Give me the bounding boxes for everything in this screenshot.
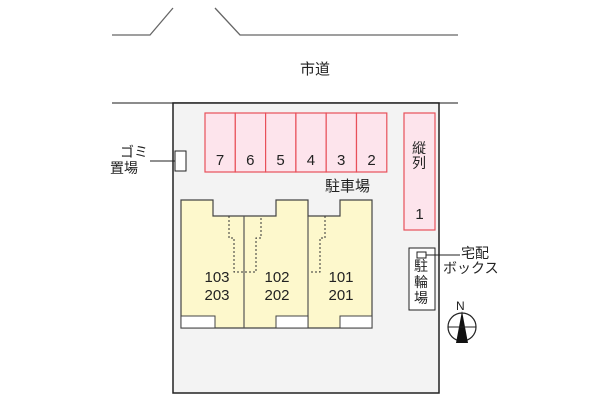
delivery-box: [416, 251, 427, 259]
parking-label: 駐車場: [325, 177, 371, 195]
balcony: [275, 315, 309, 329]
parking-space: [295, 112, 327, 173]
tandem-number: 1: [415, 206, 424, 223]
parking-space-number: 4: [306, 152, 316, 169]
garbage-label-1: ゴミ: [120, 145, 148, 161]
delivery-box-label-2: ボックス: [443, 261, 499, 277]
bike-parking-label: 駐輪場: [414, 259, 428, 307]
stair-dashed: [311, 216, 326, 273]
unit-number-lower: 102: [264, 269, 290, 286]
road-edge-right: [214, 7, 458, 36]
tandem-parking-space: [403, 112, 436, 231]
road-label: 市道: [300, 60, 331, 78]
parking-space-number: 7: [215, 152, 225, 169]
road-edge-left: [112, 7, 174, 36]
parking-space-number: 3: [337, 152, 346, 169]
building: [180, 199, 373, 329]
garbage-label-2: 置場: [110, 161, 138, 177]
unit-number-lower: 103: [204, 269, 230, 286]
stair-dashed: [228, 216, 262, 273]
balcony: [180, 315, 216, 329]
parking-space-number: 5: [276, 152, 285, 169]
parking-space-number: 6: [246, 152, 255, 169]
unit-number-lower: 101: [328, 269, 354, 286]
unit-number-upper: 201: [328, 287, 354, 304]
parking-space: [265, 112, 297, 173]
tandem-label: 縦列: [412, 141, 426, 172]
unit-number-upper: 202: [264, 287, 290, 304]
balcony: [339, 315, 373, 329]
garbage-area: [174, 150, 187, 172]
parking-space-number: 2: [367, 152, 376, 169]
parking-space: [204, 112, 236, 173]
parking-row: [204, 112, 388, 173]
parking-space: [325, 112, 358, 173]
unit-number-upper: 203: [204, 287, 230, 304]
parking-space: [234, 112, 267, 173]
delivery-box-label-1: 宅配: [461, 246, 489, 262]
compass-north-label: N: [456, 299, 465, 313]
parking-space: [355, 112, 388, 173]
